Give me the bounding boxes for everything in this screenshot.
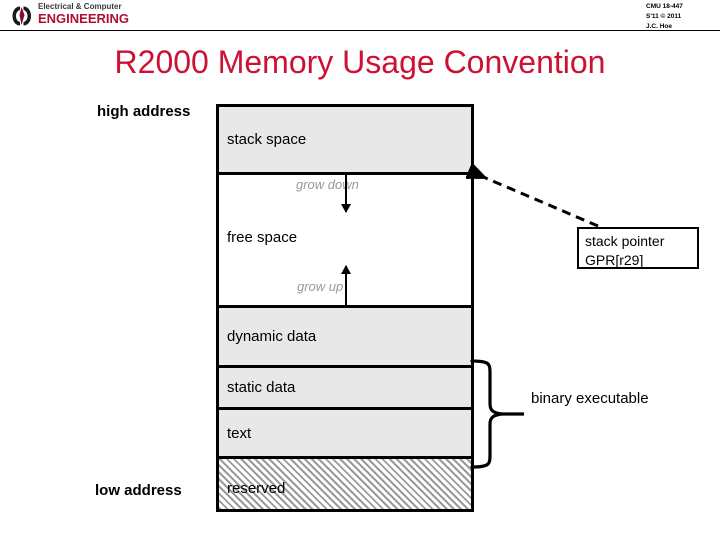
memory-block-label: text <box>227 425 252 442</box>
ece-bell-logo-icon <box>12 6 31 26</box>
memory-block-static-data: static data <box>216 365 474 407</box>
arrow-head-down-icon <box>341 204 351 213</box>
credit-instructor: J.C. Hoe <box>646 23 673 31</box>
memory-block-dynamic-data: dynamic data <box>216 305 474 365</box>
ece-logo-line1: Electrical & Computer <box>38 2 122 11</box>
memory-layout-diagram: stack space free space dynamic data stat… <box>216 104 474 512</box>
page-title: R2000 Memory Usage Convention <box>114 44 606 80</box>
stack-pointer-callout: stack pointer GPR[r29] <box>577 227 699 269</box>
memory-block-label: free space <box>227 229 298 246</box>
binary-executable-brace-icon <box>470 359 524 469</box>
memory-block-label: dynamic data <box>227 328 317 345</box>
low-address-label: low address <box>95 482 182 499</box>
header-divider <box>0 30 720 31</box>
credit-term: S'11 © 2011 <box>646 13 682 21</box>
memory-block-text: text <box>216 407 474 456</box>
memory-block-label: stack space <box>227 131 307 148</box>
stack-pointer-line1: stack pointer <box>585 233 665 249</box>
grow-down-label: grow down <box>296 177 359 192</box>
stack-pointer-line2: GPR[r29] <box>585 251 644 268</box>
ece-logo-line2: ENGINEERING <box>38 11 130 26</box>
ece-logo: Electrical & Computer ENGINEERING <box>10 3 150 29</box>
grow-up-label: grow up <box>297 279 344 294</box>
grow-down-arrow-icon <box>341 172 351 213</box>
arrow-head-up-icon <box>341 265 351 274</box>
memory-block-label: static data <box>227 379 296 396</box>
credit-course: CMU 18-447 <box>646 3 683 10</box>
binary-executable-label: binary executable <box>531 390 649 407</box>
course-credit: CMU 18-447 S'11 © 2011 J.C. Hoe <box>646 2 710 32</box>
grow-up-arrow-icon <box>341 265 351 305</box>
memory-block-reserved: reserved <box>216 456 474 512</box>
high-address-label: high address <box>97 103 191 120</box>
memory-block-stack-space: stack space <box>216 104 474 172</box>
memory-block-label: reserved <box>227 480 286 497</box>
ece-logo-text: Electrical & Computer ENGINEERING <box>38 2 130 26</box>
